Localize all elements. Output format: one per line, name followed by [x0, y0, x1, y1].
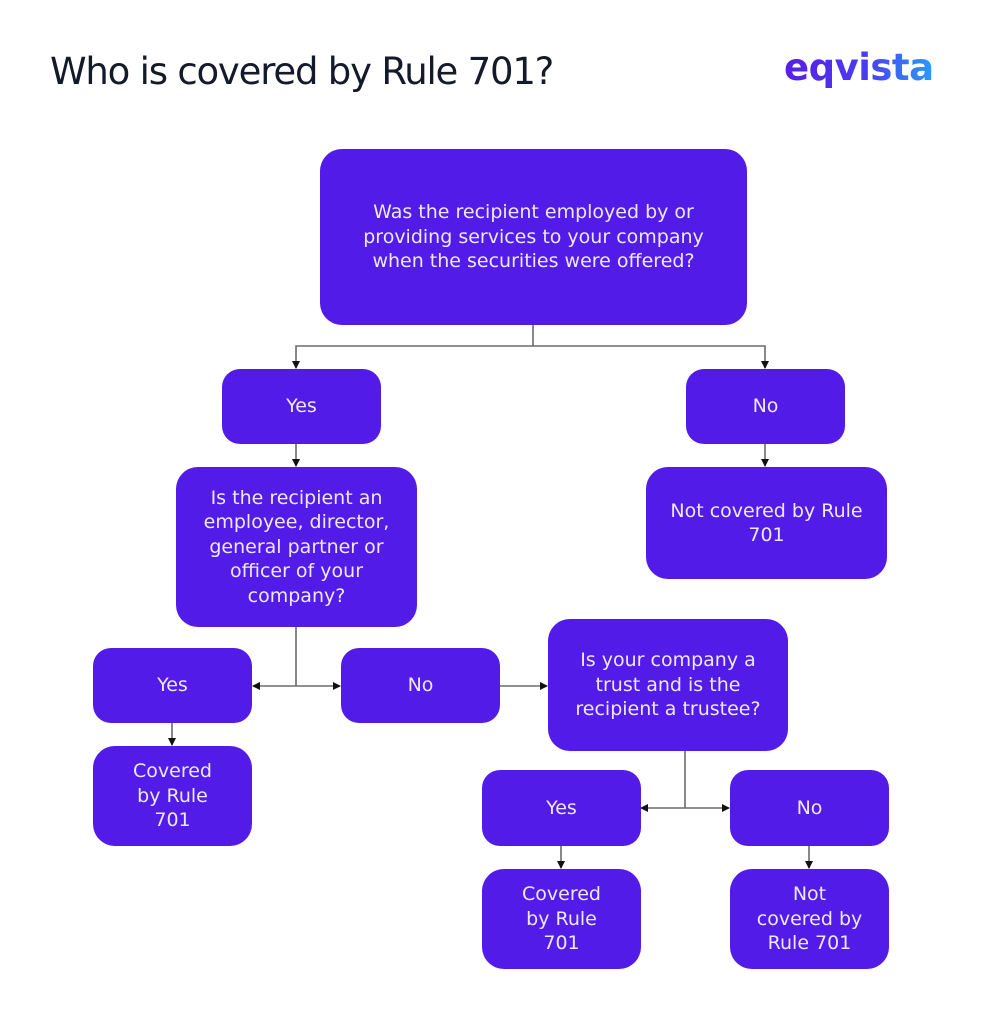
trust-result-not-covered-node: Not covered by Rule 701 — [730, 869, 889, 969]
result-covered-node: Covered by Rule 701 — [93, 746, 252, 846]
result-not-covered-node: Not covered by Rule 701 — [646, 467, 887, 579]
eqvista-logo: eqvista — [784, 46, 934, 89]
answer-yes-node: Yes — [222, 369, 381, 444]
trust-no-node: No — [730, 770, 889, 846]
question-role-node: Is the recipient an employee, director, … — [176, 467, 417, 627]
role-no-node: No — [341, 648, 500, 723]
role-yes-node: Yes — [93, 648, 252, 723]
page-title: Who is covered by Rule 701? — [50, 50, 554, 93]
answer-no-node: No — [686, 369, 845, 444]
trust-yes-node: Yes — [482, 770, 641, 846]
trust-result-covered-node: Covered by Rule 701 — [482, 869, 641, 969]
edge-q1-yes — [292, 345, 533, 369]
edge-q1-no — [533, 345, 769, 369]
question-employed-node: Was the recipient employed by or providi… — [320, 149, 747, 325]
question-trust-node: Is your company a trust and is the recip… — [548, 619, 788, 751]
